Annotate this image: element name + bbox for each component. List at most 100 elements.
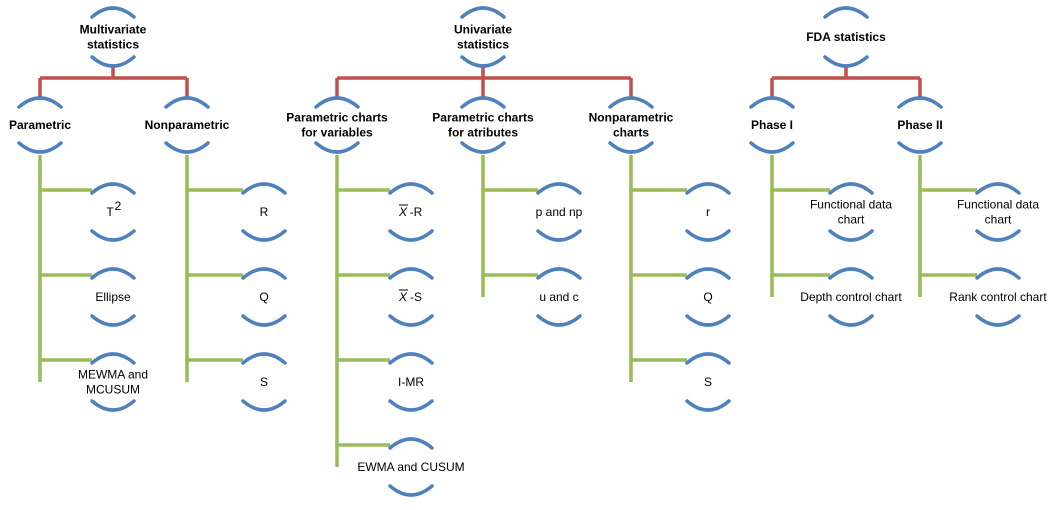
cat-phase-1-label-line-0: Phase I — [751, 118, 793, 132]
root-multivariate-label-line-0: Multivariate — [80, 23, 147, 37]
root-multivariate-bracket-bottom-arc — [90, 55, 136, 68]
item-q-bracket — [241, 267, 287, 327]
cat-nonparametric-uv-bracket-top-arc — [608, 96, 654, 109]
cat-nonparametric-mv-bracket-bottom-arc — [164, 141, 210, 154]
item-r-lower-label: r — [706, 205, 710, 219]
cat-param-attributes-bracket — [460, 96, 506, 154]
item-s-uv-label: S — [704, 375, 712, 389]
item-xbar-r-xbar: X — [398, 205, 408, 219]
item-mewma-bracket — [90, 352, 136, 412]
item-depth-control-bracket-top-arc — [828, 267, 874, 280]
item-xbar-r-label: X-R — [398, 204, 423, 219]
root-univariate-bracket-top-arc — [460, 6, 506, 19]
item-mewma-label-line-1: MCUSUM — [86, 383, 140, 397]
item-depth-control-label-line-0: Depth control chart — [800, 290, 902, 304]
item-t2-bracket-top-arc — [90, 182, 136, 195]
item-depth-control-bracket — [828, 267, 874, 327]
item-mewma-bracket-bottom-arc — [90, 399, 136, 412]
item-functional-2-bracket — [975, 182, 1021, 242]
item-q-label-line-0: Q — [259, 290, 268, 304]
cat-phase-2-bracket-bottom-arc — [897, 141, 943, 154]
cat-nonparametric-mv-bracket-top-arc — [164, 96, 210, 109]
root-multivariate-label-line-1: statistics — [87, 38, 139, 52]
item-u-c-bracket-bottom-arc — [536, 314, 582, 327]
item-ewma-cusum-bracket-bottom-arc — [388, 484, 434, 497]
item-functional-2-bracket-top-arc — [975, 182, 1021, 195]
cat-param-variables-label-line-1: for variables — [301, 126, 373, 140]
item-functional-1-bracket-bottom-arc — [828, 229, 874, 242]
item-t2-bracket-bottom-arc — [90, 229, 136, 242]
item-s-bracket — [241, 352, 287, 412]
cat-nonparametric-mv-bracket — [164, 96, 210, 154]
item-xbar-s-label: X-S — [398, 289, 422, 304]
item-q-uv-label-line-0: Q — [703, 290, 712, 304]
item-xbar-s-bracket — [388, 267, 434, 327]
item-depth-control-label: Depth control chart — [800, 290, 902, 304]
item-s-uv-bracket-top-arc — [685, 352, 731, 365]
item-u-c-bracket — [536, 267, 582, 327]
cat-param-variables-bracket — [314, 96, 360, 154]
root-fda-label: FDA statistics — [806, 30, 886, 44]
item-mewma-label-line-0: MEWMA and — [78, 368, 148, 382]
cat-phase-2-bracket — [897, 96, 943, 154]
item-functional-2-label-line-0: Functional data — [957, 198, 1039, 212]
cat-parametric-bracket-bottom-arc — [17, 141, 63, 154]
item-r-bracket-bottom-arc — [241, 229, 287, 242]
cat-param-variables-bracket-bottom-arc — [314, 141, 360, 154]
item-s-label-line-0: S — [260, 375, 268, 389]
item-functional-1-label-line-1: chart — [838, 213, 865, 227]
item-s-uv-bracket — [685, 352, 731, 412]
connector-lines — [38, 65, 977, 467]
cat-parametric-label: Parametric — [9, 118, 71, 132]
item-ewma-cusum-bracket — [388, 437, 434, 497]
root-fda-bracket — [823, 6, 869, 68]
root-univariate-bracket — [460, 6, 506, 68]
item-r-label: R — [260, 205, 269, 219]
item-p-np-bracket-bottom-arc — [536, 229, 582, 242]
item-ewma-cusum-label-line-0: EWMA and CUSUM — [357, 460, 464, 474]
item-ewma-cusum-bracket-top-arc — [388, 437, 434, 450]
cat-phase-1-bracket — [749, 96, 795, 154]
item-rank-control-label: Rank control chart — [949, 290, 1047, 304]
node-brackets — [17, 6, 1021, 497]
item-depth-control-bracket-bottom-arc — [828, 314, 874, 327]
item-r-lower-label-line-0: r — [706, 205, 710, 219]
cat-nonparametric-uv-bracket — [608, 96, 654, 154]
item-ellipse-bracket-bottom-arc — [90, 314, 136, 327]
item-p-np-bracket — [536, 182, 582, 242]
cat-nonparametric-uv-label-line-0: Nonparametric — [589, 111, 674, 125]
item-q-uv-label: Q — [703, 290, 712, 304]
cat-param-attributes-label-line-1: for atributes — [448, 126, 518, 140]
item-functional-2-label-line-1: chart — [985, 213, 1012, 227]
cat-parametric-bracket — [17, 96, 63, 154]
item-ellipse-label-line-0: Ellipse — [95, 290, 131, 304]
item-s-uv-bracket-bottom-arc — [685, 399, 731, 412]
cat-phase-2-bracket-top-arc — [897, 96, 943, 109]
item-functional-1-bracket-top-arc — [828, 182, 874, 195]
item-s-uv-label-line-0: S — [704, 375, 712, 389]
item-ellipse-bracket-top-arc — [90, 267, 136, 280]
cat-param-variables-label-line-0: Parametric charts — [286, 111, 388, 125]
item-i-mr-bracket — [388, 352, 434, 412]
item-s-label: S — [260, 375, 268, 389]
item-i-mr-bracket-top-arc — [388, 352, 434, 365]
cat-phase-1-label: Phase I — [751, 118, 793, 132]
item-xbar-s-bracket-top-arc — [388, 267, 434, 280]
item-i-mr-bracket-bottom-arc — [388, 399, 434, 412]
item-r-bracket — [241, 182, 287, 242]
item-i-mr-label: I-MR — [398, 375, 424, 389]
item-xbar-s-suffix: -S — [410, 290, 422, 304]
item-ellipse-bracket — [90, 267, 136, 327]
item-q-label: Q — [259, 290, 268, 304]
cat-nonparametric-mv-label: Nonparametric — [145, 118, 230, 132]
cat-phase-2-label: Phase II — [897, 118, 942, 132]
